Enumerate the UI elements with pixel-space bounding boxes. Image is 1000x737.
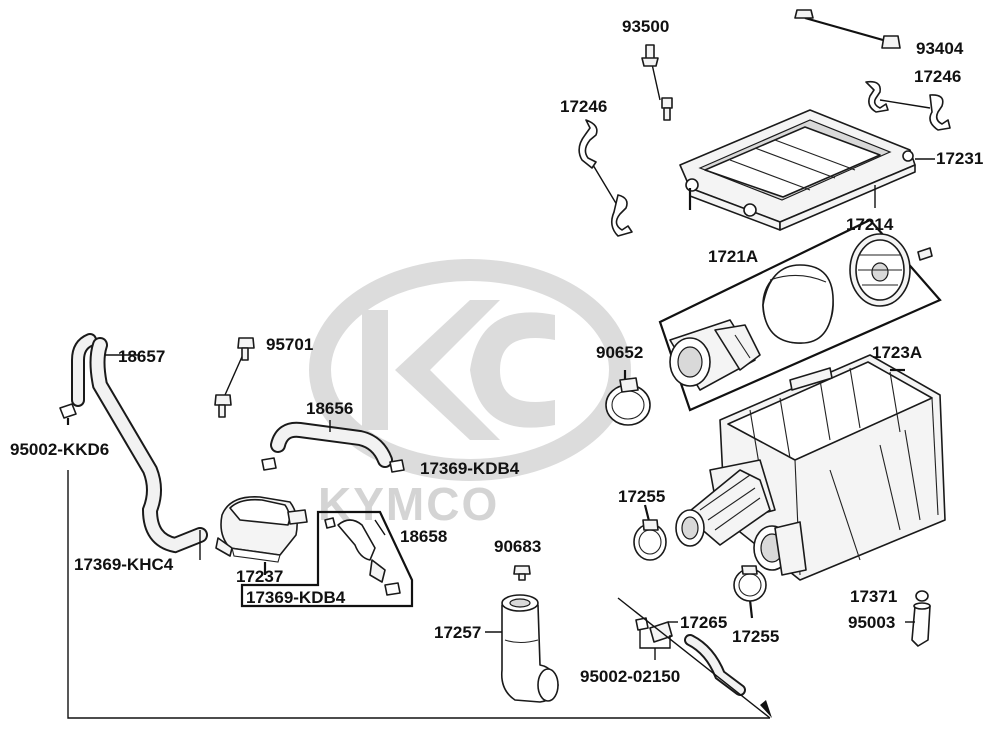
label-90683: 90683 [494, 537, 541, 556]
label-17369-KDB4-upper: 17369-KDB4 [420, 459, 520, 478]
label-1723A: 1723A [872, 343, 922, 362]
clamp-17255-right [733, 565, 767, 619]
label-95701: 95701 [266, 335, 313, 354]
label-90652: 90652 [596, 343, 643, 362]
breather-box-17237 [215, 496, 308, 575]
label-17369-KHC4: 17369-KHC4 [74, 555, 174, 574]
hose-18657 [71, 333, 208, 554]
bolt-93404 [794, 9, 901, 49]
label-17231: 17231 [936, 149, 983, 168]
label-18657: 18657 [118, 347, 165, 366]
label-95003: 95003 [848, 613, 895, 632]
label-17371: 17371 [850, 587, 897, 606]
screw-90683 [513, 565, 531, 581]
label-18658: 18658 [400, 527, 447, 546]
clamp-90652 [605, 370, 651, 426]
label-18656: 18656 [306, 399, 353, 418]
label-17255-right: 17255 [732, 627, 779, 646]
label-17265: 17265 [680, 613, 727, 632]
label-17257: 17257 [434, 623, 481, 642]
drain-hose-18658 [240, 510, 414, 608]
airbox-case-1723A [709, 354, 946, 581]
label-93404: 93404 [916, 39, 964, 58]
label-17246-right: 17246 [914, 67, 961, 86]
label-1721A: 1721A [708, 247, 758, 266]
label-17369-KDB4-lower: 17369-KDB4 [246, 588, 346, 607]
hose-clip-95002-KKD6 [59, 403, 77, 425]
label-17237: 17237 [236, 567, 283, 586]
label-93500: 93500 [622, 17, 669, 36]
drain-pipe [684, 634, 746, 696]
hose-18656 [261, 420, 405, 473]
label-95002-02150: 95002-02150 [580, 667, 680, 686]
routing-lines [67, 470, 772, 719]
duct-17257 [485, 594, 559, 703]
label-17255-left: 17255 [618, 487, 665, 506]
clip-17246-left [578, 119, 633, 237]
part-labels: 93500 93404 17246 17246 17231 17214 1721… [10, 17, 983, 686]
drain-plug-17371 [915, 590, 929, 602]
bolt-93500 [641, 44, 673, 121]
drain-fitting-17265 [635, 617, 678, 660]
label-95002-KKD6: 95002-KKD6 [10, 440, 109, 459]
clip-17246-right [865, 80, 951, 131]
filter-assembly-1721A [658, 218, 942, 412]
airbox-cover-17231 [679, 109, 935, 231]
bolts-95701 [214, 337, 255, 418]
kymco-watermark: KYMCO [309, 259, 631, 530]
drain-tube-95003 [905, 602, 931, 647]
label-17214: 17214 [846, 215, 894, 234]
clamp-17255-left [633, 504, 667, 561]
inlet-duct [675, 469, 771, 547]
label-17246-left: 17246 [560, 97, 607, 116]
